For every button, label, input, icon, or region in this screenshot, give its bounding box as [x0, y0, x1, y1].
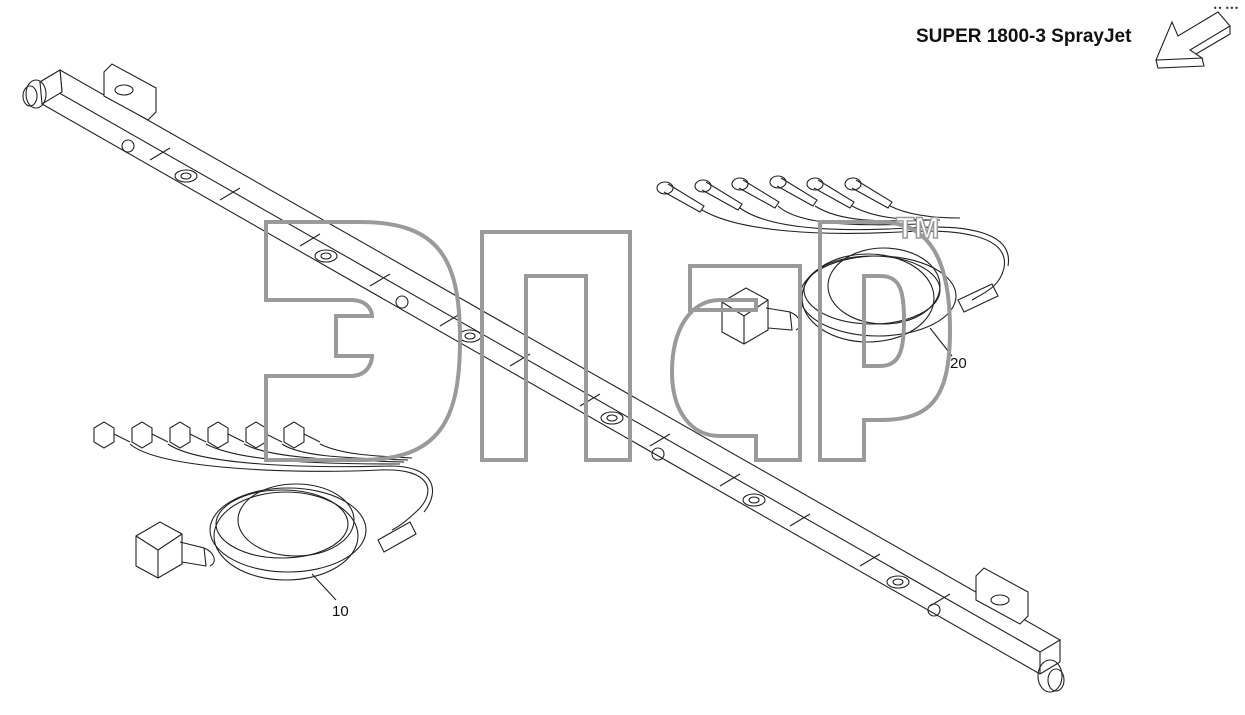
watermark [264, 220, 953, 462]
callout-10[interactable]: 10 [332, 603, 349, 620]
page-title: SUPER 1800-3 SprayJet [916, 26, 1132, 47]
connector-icon [135, 521, 215, 579]
harness-10 [93, 421, 433, 601]
corner-mark: •• ••• [1212, 4, 1239, 13]
spray-bar [22, 63, 1065, 693]
callout-20[interactable]: 20 [950, 355, 967, 372]
watermark-tm: TM [895, 211, 940, 246]
direction-arrow-icon [1155, 11, 1231, 69]
nozzle-plug-icon [656, 175, 893, 213]
nozzle-plug-icon [93, 421, 321, 449]
connector-icon [721, 287, 801, 345]
